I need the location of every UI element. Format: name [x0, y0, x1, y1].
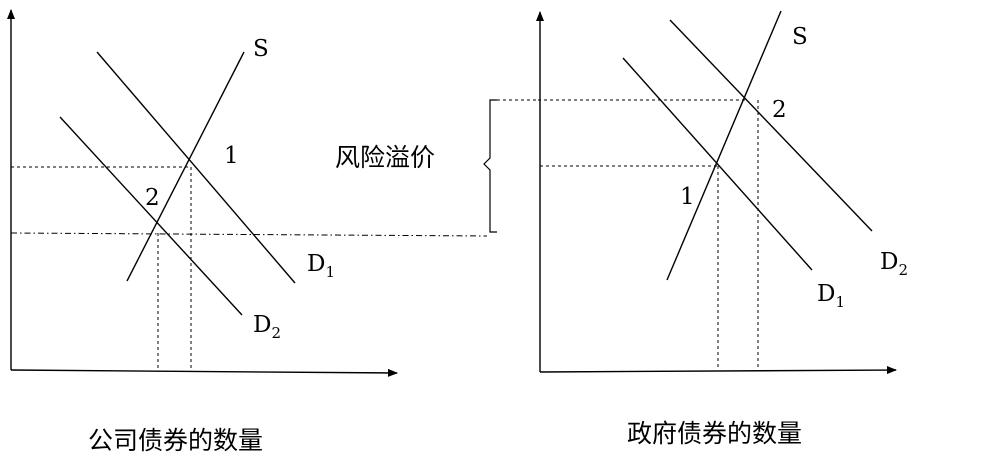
left-demand-curve-d2: [59, 116, 243, 316]
right-supply-curve: [666, 10, 782, 281]
right-d1-letter: D: [817, 281, 835, 307]
left-d2-subscript: 2: [271, 324, 281, 342]
risk-premium-label: 风险溢价: [335, 143, 435, 172]
right-demand-curve-d1: [622, 57, 813, 271]
left-panel: S 1 2 D1 D2 公司债券的数量: [6, 9, 488, 455]
left-x-axis: [10, 368, 398, 377]
left-point-2-label: 2: [145, 185, 160, 211]
right-point-2-label: 2: [772, 97, 787, 123]
right-panel-caption: 政府债券的数量: [627, 419, 802, 448]
left-eq2-price-guide: [10, 232, 488, 237]
right-point-1-label: 1: [680, 184, 695, 210]
left-point-1-label: 1: [224, 143, 239, 169]
left-demand-d1-label: D1: [307, 251, 335, 281]
left-demand-curve-d1: [96, 51, 296, 284]
right-d2-letter: D: [880, 249, 898, 275]
right-d2-subscript: 2: [898, 261, 908, 279]
left-panel-caption: 公司债券的数量: [88, 426, 263, 455]
left-d1-letter: D: [307, 251, 325, 277]
right-panel: S 2 1 D1 D2 政府债券的数量: [536, 10, 908, 448]
right-demand-d1-label: D1: [817, 281, 845, 311]
left-demand-d2-label: D2: [253, 312, 281, 342]
right-d1-subscript: 1: [835, 293, 845, 311]
left-d1-subscript: 1: [325, 263, 335, 281]
right-x-axis: [539, 366, 897, 375]
right-demand-d2-label: D2: [880, 249, 908, 279]
left-supply-label: S: [253, 36, 269, 62]
risk-premium-brace: [483, 99, 497, 233]
right-supply-label: S: [792, 24, 808, 50]
left-supply-curve: [126, 51, 245, 282]
risk-premium-annotation: 风险溢价: [335, 99, 538, 233]
right-demand-curve-d2: [669, 19, 873, 232]
left-d2-letter: D: [253, 312, 271, 338]
